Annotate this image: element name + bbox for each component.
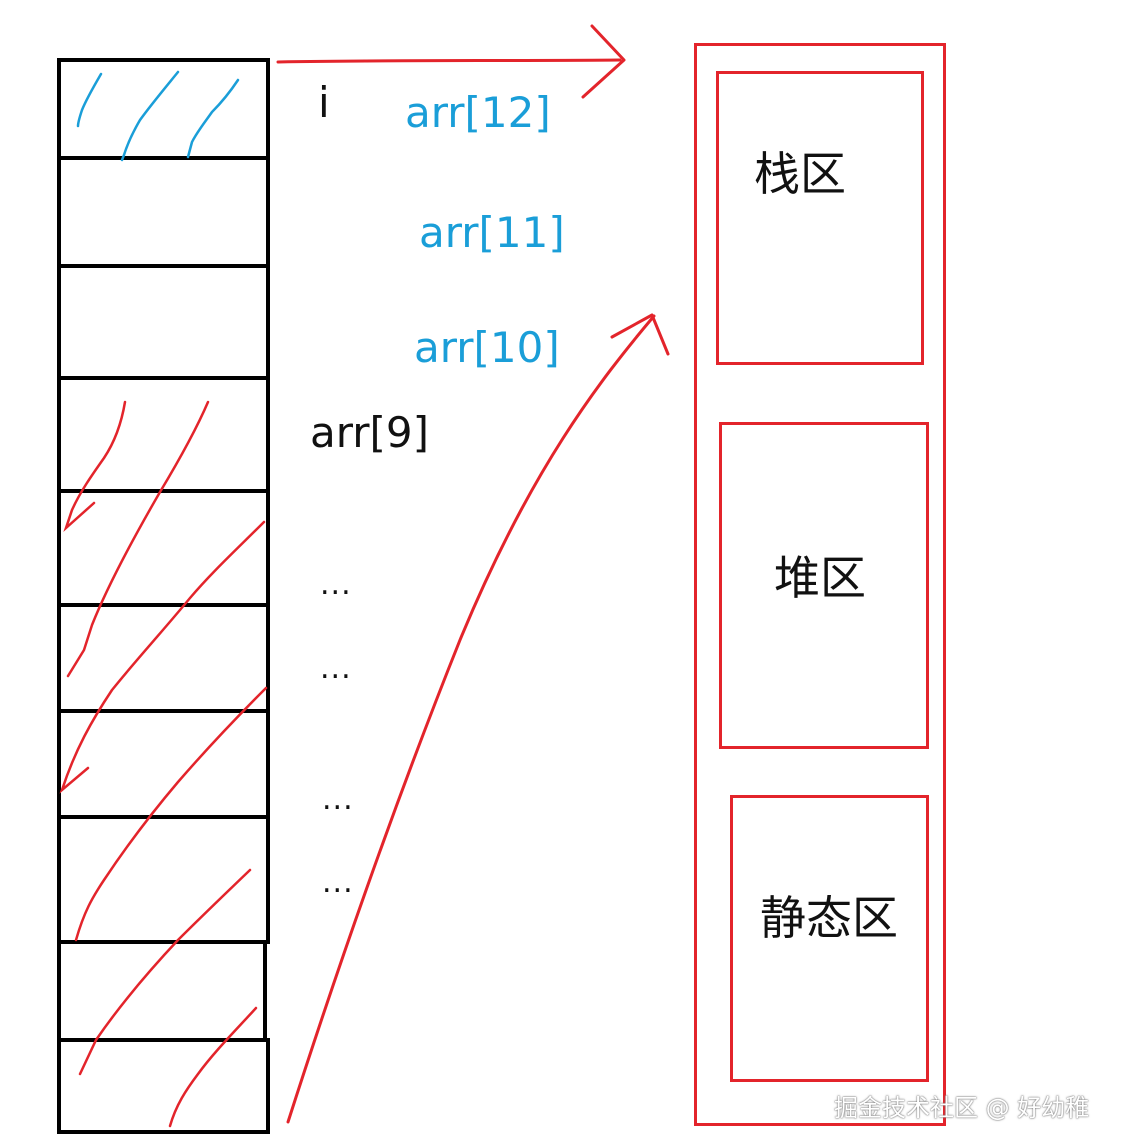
memory-cell-10 [57, 1038, 270, 1134]
stack-region-title: 栈区 [754, 147, 846, 201]
red-hatch-strokes [59, 400, 268, 1128]
top-arrow [276, 24, 626, 99]
memory-container [694, 43, 946, 1126]
ellipsis-2: ... [320, 651, 352, 686]
diagonal-arrow [286, 313, 670, 1124]
static-region [730, 795, 929, 1082]
label-arr-11: arr[11] [419, 208, 565, 257]
ellipsis-1: ... [320, 567, 352, 602]
ellipsis-3: ... [322, 782, 354, 817]
heap-region-title: 堆区 [774, 551, 866, 605]
watermark-text: 掘金技术社区 @ 好幼稚 [834, 1094, 1090, 1122]
static-region-title: 静态区 [760, 891, 898, 945]
blue-hatch-strokes [76, 70, 240, 162]
label-arr-10: arr[10] [414, 323, 560, 372]
label-arr-9: arr[9] [310, 408, 430, 457]
label-i: i [318, 78, 330, 127]
stack-region [716, 71, 924, 365]
heap-region [719, 422, 929, 749]
ellipsis-4: ... [322, 865, 354, 900]
label-arr-12: arr[12] [405, 88, 551, 137]
